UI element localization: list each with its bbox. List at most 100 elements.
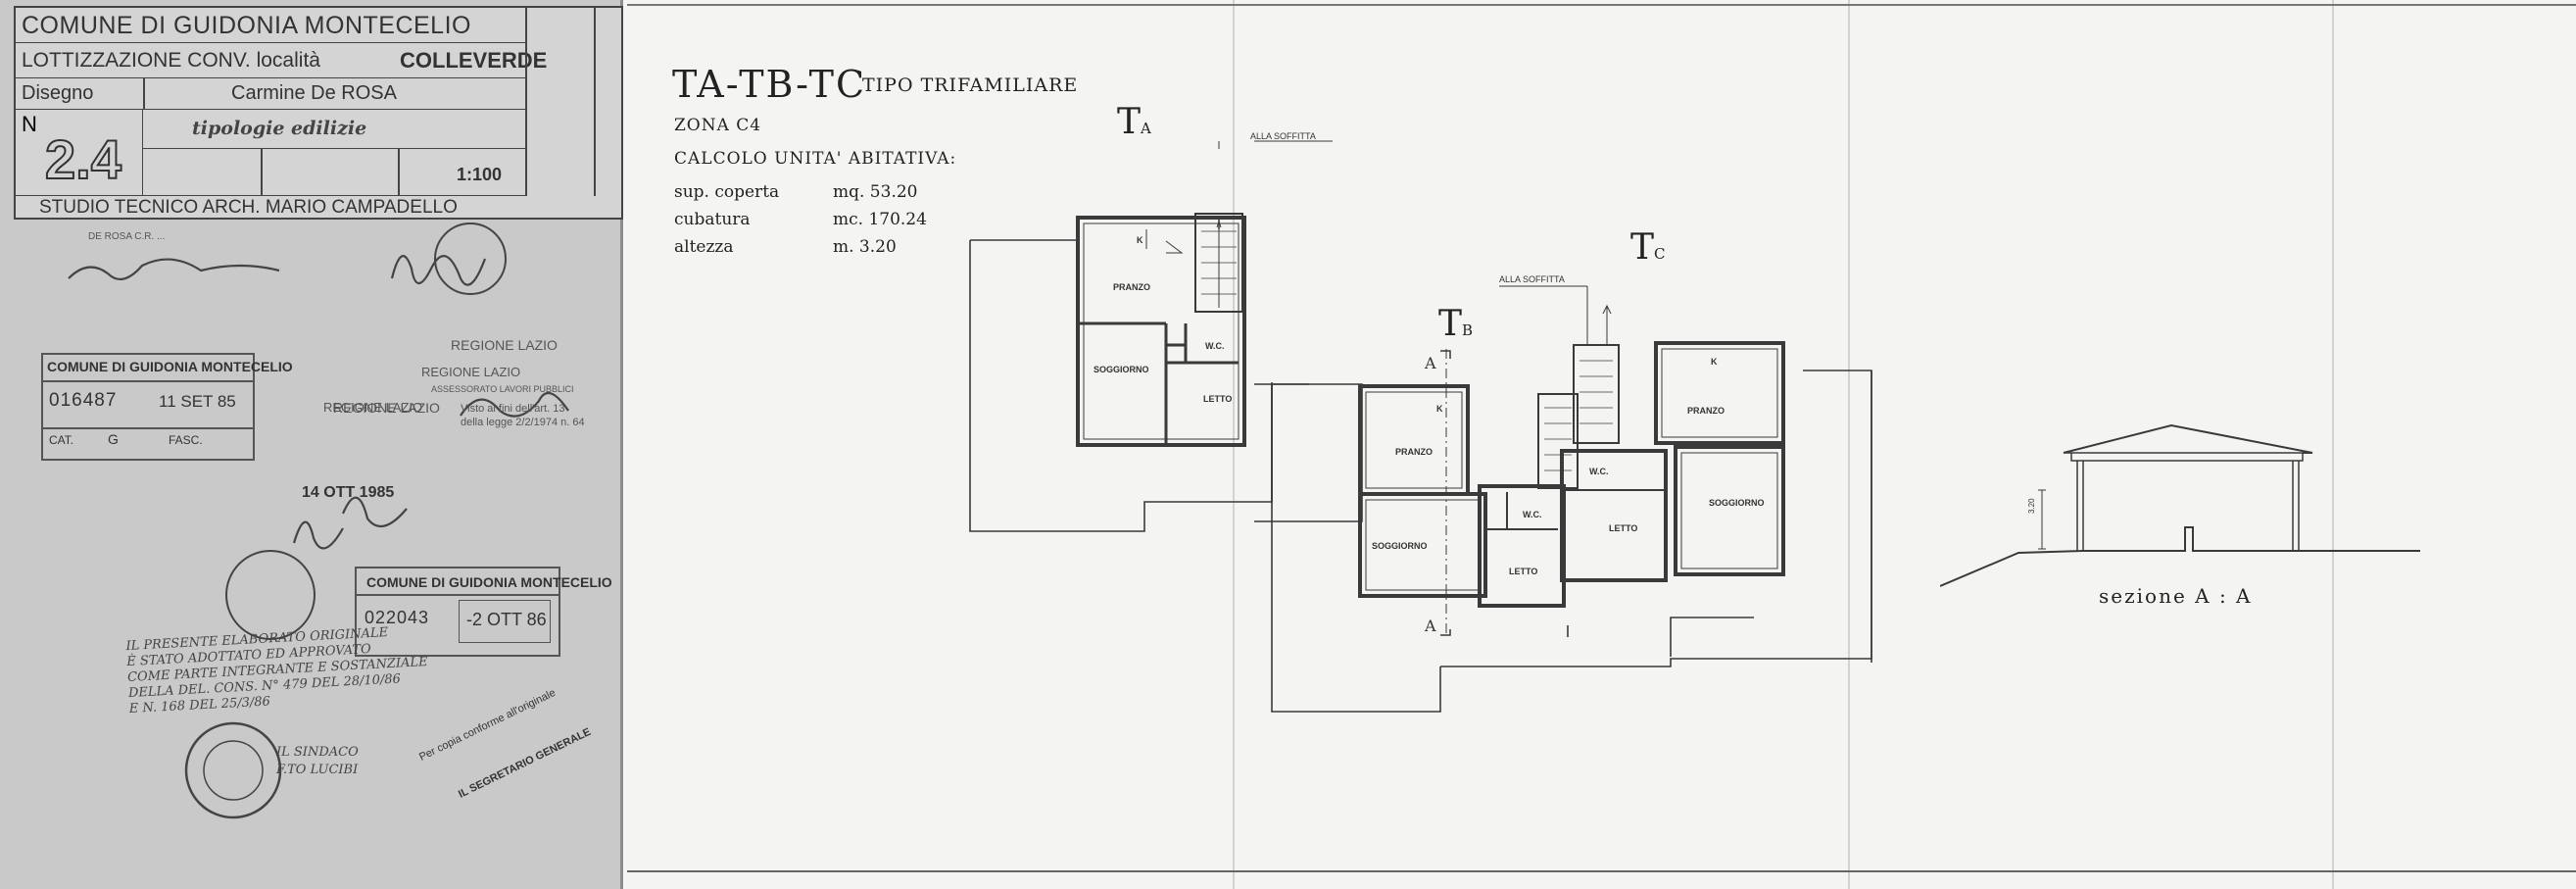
unit-a-plan (1076, 213, 1246, 447)
section-marker-top: A (1424, 354, 1436, 372)
title-row-scale: 1:100 (143, 149, 525, 196)
room-label-wc: W.C. (1205, 341, 1225, 351)
svg-text:REGIONE LAZIO: REGIONE LAZIO (323, 400, 422, 415)
attic-label-c: ALLA SOFFITTA (1499, 274, 1565, 284)
room-label-soggiorno: SOGGIORNO (1709, 498, 1765, 508)
title-row-comune: COMUNE DI GUIDONIA MONTECELIO (16, 8, 525, 43)
stamp-seal (184, 721, 282, 819)
unit-label-a: TA (1117, 102, 1151, 142)
lottizzazione-place: COLLEVERDE (400, 48, 548, 73)
date-stamp: 14 OTT 1985 (302, 484, 395, 501)
svg-text:Visto ai fini dell'art. 13: Visto ai fini dell'art. 13 (461, 403, 564, 415)
protocol-cat-value: G (108, 431, 119, 447)
room-label-wc: W.C. (1589, 467, 1609, 476)
section-title: sezione A : A (2099, 584, 2253, 608)
stamp-seal (203, 740, 264, 801)
unit-label-b: TB (1438, 304, 1474, 344)
sheet-border-top (627, 4, 2576, 6)
sindaco-label: IL SINDACO (276, 745, 359, 760)
metric-value: m. 3.20 (833, 237, 897, 257)
comune-name: COMUNE DI GUIDONIA MONTECELIO (22, 12, 471, 39)
type-description: TIPO TRIFAMILIARE (862, 74, 1079, 96)
room-label-k: K (1137, 235, 1143, 245)
svg-text:DE ROSA C.R. ...: DE ROSA C.R. ... (88, 231, 165, 242)
section-marker-bottom: A (1424, 617, 1436, 635)
stamp-seal (225, 550, 316, 640)
garden-boundary (1271, 382, 1441, 713)
sindaco-name: F.TO LUCIBI (276, 763, 359, 777)
title-row-lottizzazione: LOTTIZZAZIONE CONV. località COLLEVERDE (16, 43, 547, 78)
section-height-label: 3.20 (2027, 498, 2036, 514)
protocol-stamp-2: COMUNE DI GUIDONIA MONTECELIO 022043 -2 … (355, 567, 612, 657)
designer-name: Carmine De ROSA (231, 82, 397, 104)
stamps-layer: DE ROSA C.R. ... REGIONE LAZIO ASSESSORA… (68, 222, 585, 819)
subject-text: tipologie edilizie (192, 118, 367, 139)
protocol-fasc: FASC. (169, 433, 203, 447)
title-row-subject: tipologie edilizie (143, 110, 525, 149)
floor-plan: K PRANZO SOGGIORNO W.C. LETTO K PRANZO S… (969, 140, 1872, 713)
fold-line (1848, 0, 1850, 889)
title-block: COMUNE DI GUIDONIA MONTECELIO LOTTIZZAZI… (14, 6, 623, 220)
sheet-border-bottom (627, 870, 2576, 872)
room-label-letto: LETTO (1509, 567, 1537, 576)
room-label-k: K (1436, 404, 1443, 414)
scale-text: 1:100 (457, 165, 503, 184)
regione-lazio-label: REGIONE LAZIO (451, 337, 558, 353)
number-label: N (22, 112, 37, 136)
metric-value: mq. 53.20 (833, 182, 918, 202)
room-label-wc: W.C. (1523, 510, 1542, 519)
garden-boundary (1440, 370, 1872, 667)
metric-label: sup. coperta (674, 182, 780, 202)
protocol-number: 016487 (49, 390, 118, 411)
room-label-pranzo: PRANZO (1687, 406, 1725, 416)
room-label-pranzo: PRANZO (1113, 282, 1150, 292)
roof-line (2063, 423, 2313, 454)
fold-line (2332, 0, 2334, 889)
approval-note: IL PRESENTE ELABORATO ORIGINALE È STATO … (125, 625, 428, 716)
stamp-seal (434, 222, 507, 295)
unit-c-plan (1560, 304, 1785, 582)
attic-label-a: ALLA SOFFITTA (1250, 131, 1316, 141)
svg-text:ASSESSORATO LAVORI PUBBLICI: ASSESSORATO LAVORI PUBBLICI (431, 384, 574, 394)
drawing-number: 2.4 (44, 127, 122, 191)
protocol-date: 11 SET 85 (159, 392, 236, 411)
title-row-studio: STUDIO TECNICO ARCH. MARIO CAMPADELLO (16, 196, 623, 220)
lottizzazione-prefix: LOTTIZZAZIONE CONV. località (22, 49, 320, 72)
unit-b-plan (1358, 384, 1579, 608)
garden-boundary (1670, 617, 1754, 657)
svg-text:REGIONE LAZIO: REGIONE LAZIO (421, 365, 520, 379)
calculation-label: CALCOLO UNITA' ABITATIVA: (674, 149, 957, 169)
protocol-cat: CAT. (49, 433, 74, 447)
room-label-soggiorno: SOGGIORNO (1372, 541, 1428, 551)
svg-text:della legge 2/2/1974 n. 64: della legge 2/2/1974 n. 64 (461, 417, 585, 428)
section-drawing: 3.20 (1940, 423, 2420, 587)
metric-label: cubatura (674, 210, 751, 229)
room-label-letto: LETTO (1609, 523, 1637, 533)
protocol-stamp-1: COMUNE DI GUIDONIA MONTECELIO 016487 11 … (41, 353, 293, 461)
title-row-disegno: Disegno Carmine De ROSA (16, 78, 525, 110)
signature-mark (460, 391, 569, 418)
room-label-soggiorno: SOGGIORNO (1094, 365, 1149, 374)
regione-lazio-label-2: REGIONE LAZIO (333, 400, 440, 416)
unit-label-c: TC (1630, 227, 1666, 268)
title-strip: COMUNE DI GUIDONIA MONTECELIO LOTTIZZAZI… (0, 0, 623, 889)
protocol-comune-2: COMUNE DI GUIDONIA MONTECELIO (366, 574, 612, 590)
metric-value: mc. 170.24 (833, 210, 927, 229)
types-heading: TA-TB-TC (672, 63, 867, 106)
disegno-label: Disegno (22, 82, 94, 104)
signature-mark (292, 496, 408, 550)
metric-label: altezza (674, 237, 734, 257)
protocol-number-2: 022043 (365, 608, 430, 627)
room-label-k: K (1711, 357, 1718, 367)
signature-mark (68, 258, 280, 281)
ground-line (1940, 526, 2420, 587)
number-cell: N 2.4 (16, 110, 143, 196)
studio-name: STUDIO TECNICO ARCH. MARIO CAMPADELLO (39, 197, 458, 218)
room-label-letto: LETTO (1203, 394, 1232, 404)
room-label-pranzo: PRANZO (1395, 447, 1433, 457)
zone-label: ZONA C4 (674, 116, 762, 135)
protocol-comune: COMUNE DI GUIDONIA MONTECELIO (47, 359, 293, 374)
protocol-date-2: -2 OTT 86 (466, 610, 547, 629)
garden-boundary (1254, 383, 1363, 522)
signature-mark (390, 255, 487, 286)
